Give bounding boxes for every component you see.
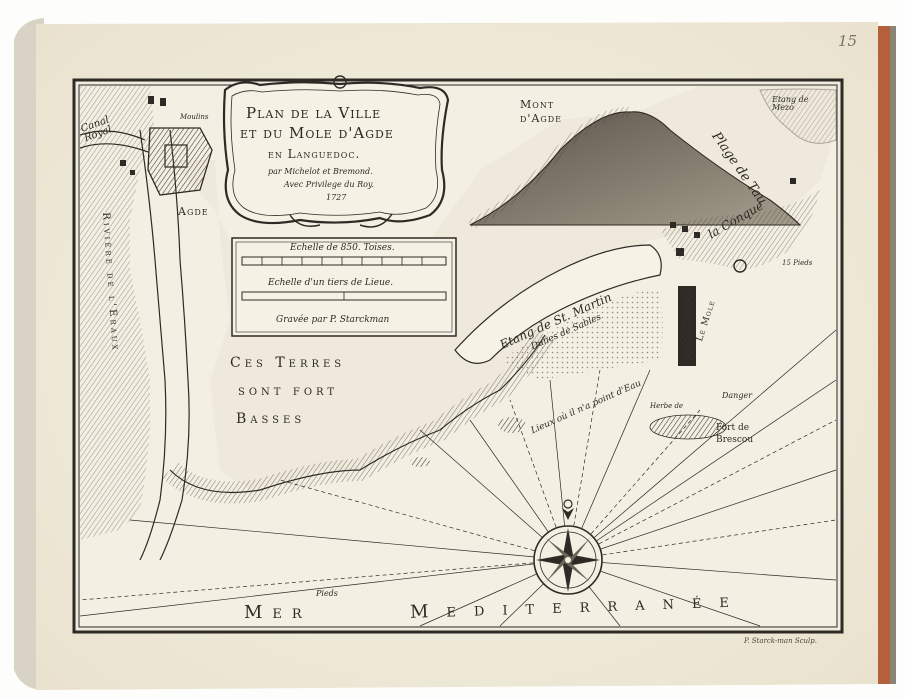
label-fort-brescou-2: Brescou [716, 435, 754, 445]
label-etang-mezo: Etang de Mezo [772, 95, 809, 112]
label-moulins: Moulins [180, 113, 209, 121]
scale-box [231, 237, 457, 337]
agde-fortification [147, 127, 213, 196]
label-danger: Danger [722, 391, 753, 400]
title-line-2: et du Mole d'Agde [240, 124, 394, 142]
title-line-3: en Languedoc. [268, 147, 361, 161]
title-line-1: Plan de la Ville [246, 104, 382, 122]
west-land [80, 86, 155, 540]
scale-lieue-label: Echelle d'un tiers de Lieue. [268, 278, 394, 288]
label-agde: Agde [178, 205, 209, 218]
label-terres-1: Ces Terres [230, 355, 346, 371]
label-terres-2: sont fort [238, 383, 339, 399]
label-pieds-2: 15 Pieds [782, 259, 813, 267]
book-spine-edge [876, 26, 894, 684]
title-privilege: Avec Privilege du Roy. [284, 180, 374, 189]
label-fort-brescou-1: Fort de [716, 423, 750, 433]
compass-rose [533, 499, 603, 595]
title-cartouche [222, 81, 450, 225]
title-authors: par Michelot et Bremond. [268, 167, 373, 176]
title-year: 1727 [326, 193, 347, 202]
engraver-label: Gravée par P. Starckman [276, 315, 390, 325]
etang-st-martin [454, 244, 662, 364]
scale-toises-label: Echelle de 850. Toises. [290, 243, 395, 253]
label-mont-agde: Mont d'Agde [520, 98, 563, 126]
label-herbe: Herbe de [650, 402, 684, 410]
label-terres-3: Basses [236, 411, 306, 427]
engraver-signature: P. Starck-man Sculp. [744, 637, 817, 645]
label-mer: Mer [244, 602, 312, 623]
label-pieds-1: Pieds [316, 589, 338, 598]
scale-bar-toises [241, 256, 447, 266]
page-number: 15 [838, 32, 858, 50]
fort-brescou-rocks [649, 414, 727, 440]
